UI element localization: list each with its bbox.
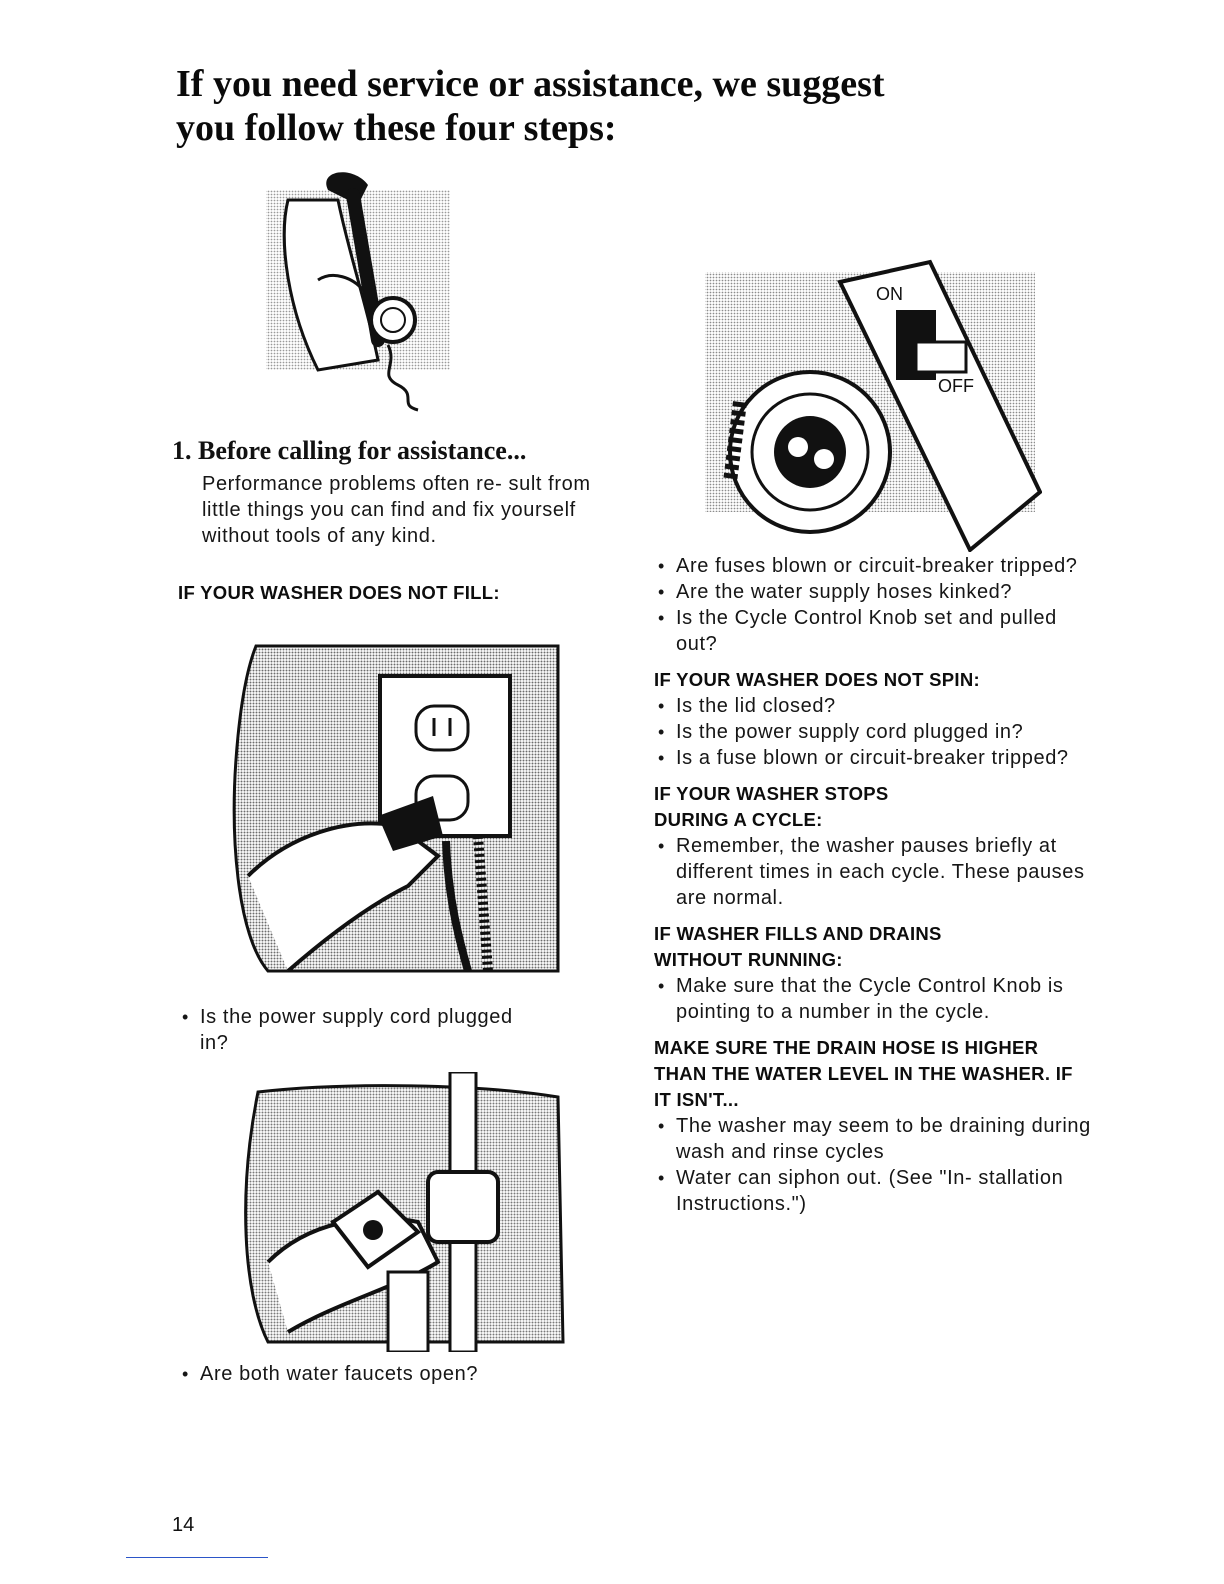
right-column: Are fuses blown or circuit-breaker tripp… <box>654 553 1094 1217</box>
page-title-line-2: you follow these four steps: <box>176 107 617 149</box>
list-item: The washer may seem to be draining durin… <box>654 1113 1094 1165</box>
list-item: Is a fuse blown or circuit-breaker tripp… <box>654 745 1094 771</box>
page-title-line-1: If you need service or assistance, we su… <box>176 63 885 105</box>
not-spin-heading: IF YOUR WASHER DOES NOT SPIN: <box>654 669 980 690</box>
not-fill-left-bullets-1: Is the power supply cord plugged in? <box>178 1004 538 1056</box>
not-fill-heading: IF YOUR WASHER DOES NOT FILL: <box>178 582 500 603</box>
fuse-breaker-illustration: ON OFF <box>700 252 1042 552</box>
list-item: Is the lid closed? <box>654 693 1094 719</box>
breaker-off-label: OFF <box>938 376 974 396</box>
fills-drains-heading: IF WASHER FILLS AND DRAINS WITHOUT RUNNI… <box>654 923 942 970</box>
list-item: Water can siphon out. (See "In- stallati… <box>654 1165 1094 1217</box>
stops-bullets: Remember, the washer pauses briefly at d… <box>654 833 1094 911</box>
telephone-illustration <box>258 160 454 418</box>
list-item: Are the water supply hoses kinked? <box>654 579 1094 605</box>
list-item: Remember, the washer pauses briefly at d… <box>654 833 1094 911</box>
list-item: Are both water faucets open? <box>178 1361 578 1387</box>
drain-hose-heading: MAKE SURE THE DRAIN HOSE IS HIGHER THAN … <box>654 1037 1073 1110</box>
list-item: Is the Cycle Control Knob set and pulled… <box>654 605 1094 657</box>
drain-hose-bullets: The washer may seem to be draining durin… <box>654 1113 1094 1217</box>
not-fill-left-bullets-2: Are both water faucets open? <box>178 1361 578 1387</box>
fills-drains-bullets: Make sure that the Cycle Control Knob is… <box>654 973 1094 1025</box>
step-1-heading: 1. Before calling for assistance... <box>172 436 527 465</box>
stops-heading: IF YOUR WASHER STOPS DURING A CYCLE: <box>654 783 889 830</box>
footer-rule <box>126 1557 268 1558</box>
not-spin-bullets: Is the lid closed? Is the power supply c… <box>654 693 1094 771</box>
step-1-intro: Performance problems often re- sult from… <box>202 473 591 547</box>
not-fill-right-bullets: Are fuses blown or circuit-breaker tripp… <box>654 553 1094 657</box>
list-item: Make sure that the Cycle Control Knob is… <box>654 973 1094 1025</box>
faucet-illustration <box>228 1072 568 1352</box>
page-number: 14 <box>172 1514 195 1536</box>
list-item: Is the power supply cord plugged in? <box>654 719 1094 745</box>
page-title: If you need service or assistance, we su… <box>176 62 1056 150</box>
list-item: Is the power supply cord plugged in? <box>178 1004 538 1056</box>
outlet-illustration <box>228 636 568 978</box>
breaker-on-label: ON <box>876 284 903 304</box>
list-item: Are fuses blown or circuit-breaker tripp… <box>654 553 1094 579</box>
